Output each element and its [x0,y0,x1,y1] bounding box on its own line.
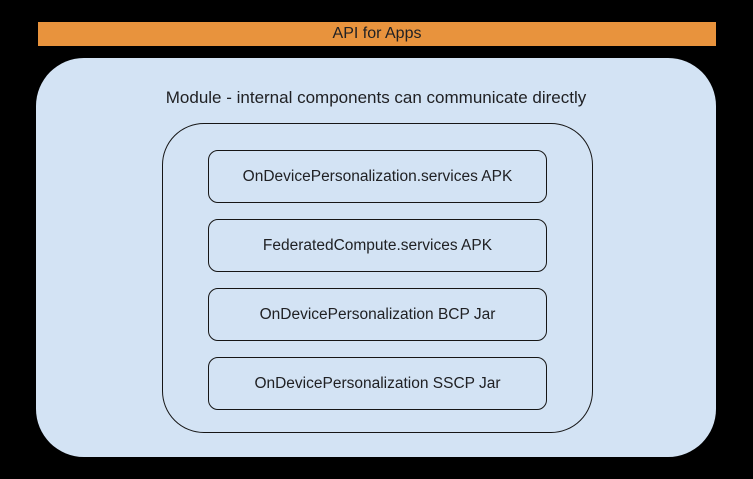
component-label: OnDevicePersonalization.services APK [242,167,513,185]
component-label: OnDevicePersonalization BCP Jar [259,305,496,323]
component-label: FederatedCompute.services APK [262,236,493,254]
component-box: OnDevicePersonalization BCP Jar [208,288,547,341]
component-box: OnDevicePersonalization.services APK [208,150,547,203]
module-title: Module - internal components can communi… [165,88,587,107]
components-group: OnDevicePersonalization.services APK Fed… [162,123,593,433]
module-container: Module - internal components can communi… [36,58,716,457]
api-for-apps-banner-label: API for Apps [332,25,422,42]
component-label: OnDevicePersonalization SSCP Jar [254,374,501,392]
api-for-apps-banner: API for Apps [38,22,716,46]
component-box: OnDevicePersonalization SSCP Jar [208,357,547,410]
component-box: FederatedCompute.services APK [208,219,547,272]
